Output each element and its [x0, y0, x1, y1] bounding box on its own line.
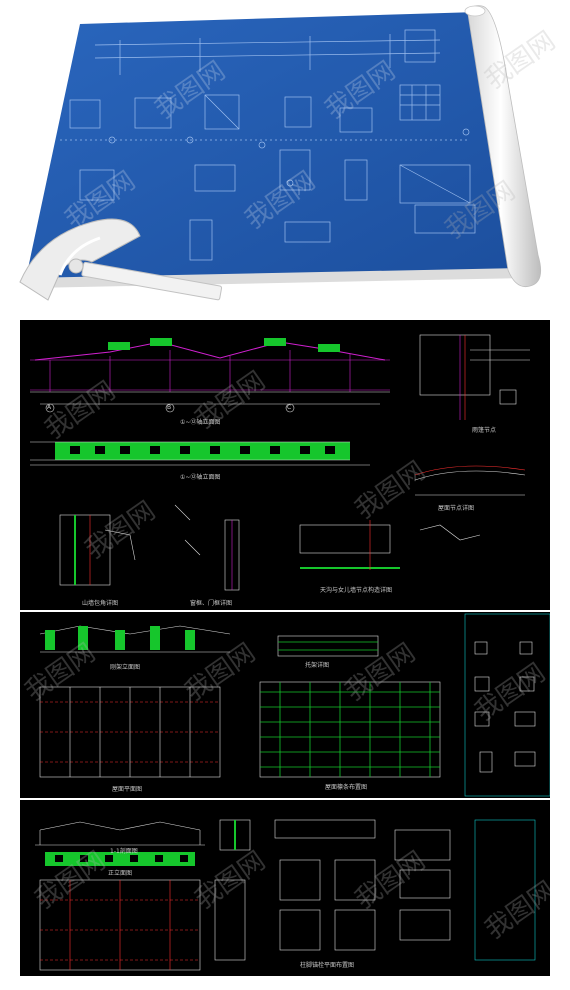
protractor-icon	[19, 218, 223, 301]
blueprint-illustration	[19, 5, 542, 301]
title-roof-plan: 屋面檩条布置图	[325, 784, 368, 791]
axis-marker-b: B	[167, 404, 172, 411]
cad-sheet-2: 刚架立面图 屋面平面图 托架详图 屋面檩条布置图 我图网 我图网 我图网 我图网	[20, 612, 550, 798]
cad-sheet-3: 1-1剖面图 正立面图 柱脚锚栓平面布置图 我图网 我图网 我图网 我图网	[20, 800, 550, 976]
cad-drawing-3	[35, 819, 536, 971]
blueprint-sheet	[26, 12, 520, 278]
axis-marker-a: A	[47, 404, 52, 411]
title-elevation-a: ①~⑫轴立面图	[180, 419, 221, 426]
title-corner-detail-a: 山墙包角详图	[82, 600, 119, 607]
cad-drawing-1	[30, 334, 530, 591]
cad-sheet-1: ①~⑫轴立面图 ①~⑫轴立面图 雨篷节点 屋面节点详图 山墙包角详图 窗框、门框…	[20, 320, 550, 610]
title-truss: 托架详图	[305, 662, 330, 669]
title-plan: 屋面平面图	[112, 786, 143, 793]
axis-marker-c: C	[287, 404, 292, 411]
title-elevation: 正立面图	[108, 870, 133, 877]
title-anchor-plan: 柱脚锚栓平面布置图	[300, 962, 355, 969]
title-corner-detail-b: 窗框、门框详图	[190, 600, 233, 607]
blueprint-mockup: 我图网 我图网 我图网 我图网 我图网 我图网 我图网	[0, 0, 570, 312]
title-elevation-b: ①~⑫轴立面图	[180, 474, 221, 481]
title-corner-detail-c: 天沟与女儿墙节点构造详图	[320, 587, 393, 594]
title-frame-elevation: 刚架立面图	[110, 664, 141, 671]
title-canopy-detail: 雨篷节点	[472, 427, 497, 434]
title-roof-detail: 屋面节点详图	[438, 505, 475, 512]
cad-drawing-2	[39, 613, 550, 797]
title-section: 1-1剖面图	[110, 848, 138, 855]
